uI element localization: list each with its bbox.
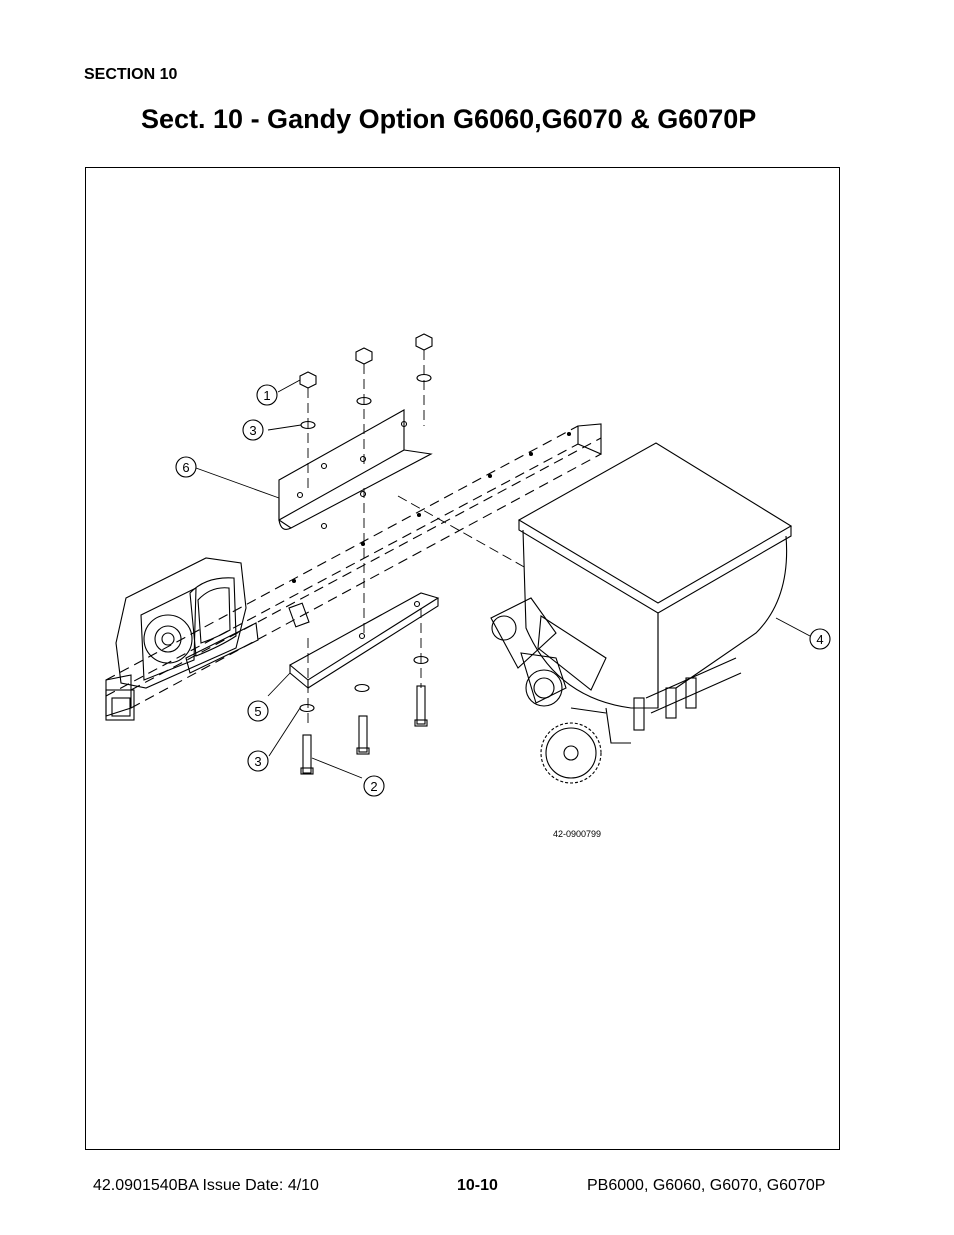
svg-text:4: 4: [816, 632, 823, 647]
footer-doc-number: 42.0901540BA Issue Date: 4/10: [93, 1177, 319, 1194]
callout-5: 5: [247, 700, 269, 722]
angle-bracket: [278, 409, 433, 530]
callout-2: 2: [363, 775, 385, 797]
flat-plate: [289, 592, 440, 690]
svg-text:3: 3: [249, 423, 256, 438]
footer-page-number: 10-10: [457, 1177, 498, 1194]
callout-4: 4: [809, 628, 831, 650]
drawing-number: 42-0900799: [553, 829, 601, 839]
section-label: SECTION 10: [84, 66, 178, 83]
svg-text:2: 2: [370, 779, 377, 794]
callout-6: 6: [175, 456, 197, 478]
svg-text:5: 5: [254, 704, 261, 719]
flat-washers: [299, 373, 432, 713]
leader-lines: [195, 379, 811, 779]
callout-3-lower: 3: [247, 750, 269, 772]
assembly-center-lines: [307, 350, 527, 728]
gandy-hopper: [490, 442, 793, 784]
footer-models: PB6000, G6060, G6070, G6070P: [587, 1177, 826, 1194]
flange-nuts: [299, 333, 433, 389]
callout-3-upper: 3: [242, 419, 264, 441]
svg-text:6: 6: [182, 460, 189, 475]
figure-frame: 1 3 6 4 5 3 2 42-0900799: [85, 167, 840, 1150]
exploded-parts-diagram: 1 3 6 4 5 3 2 42-0900799: [105, 333, 831, 839]
callout-1: 1: [256, 384, 278, 406]
svg-text:3: 3: [254, 754, 261, 769]
svg-text:1: 1: [263, 388, 270, 403]
bearing-housing: [115, 557, 310, 689]
square-tube: [105, 423, 602, 721]
hex-bolts: [300, 685, 428, 775]
page-title: Sect. 10 - Gandy Option G6060,G6070 & G6…: [141, 104, 757, 134]
